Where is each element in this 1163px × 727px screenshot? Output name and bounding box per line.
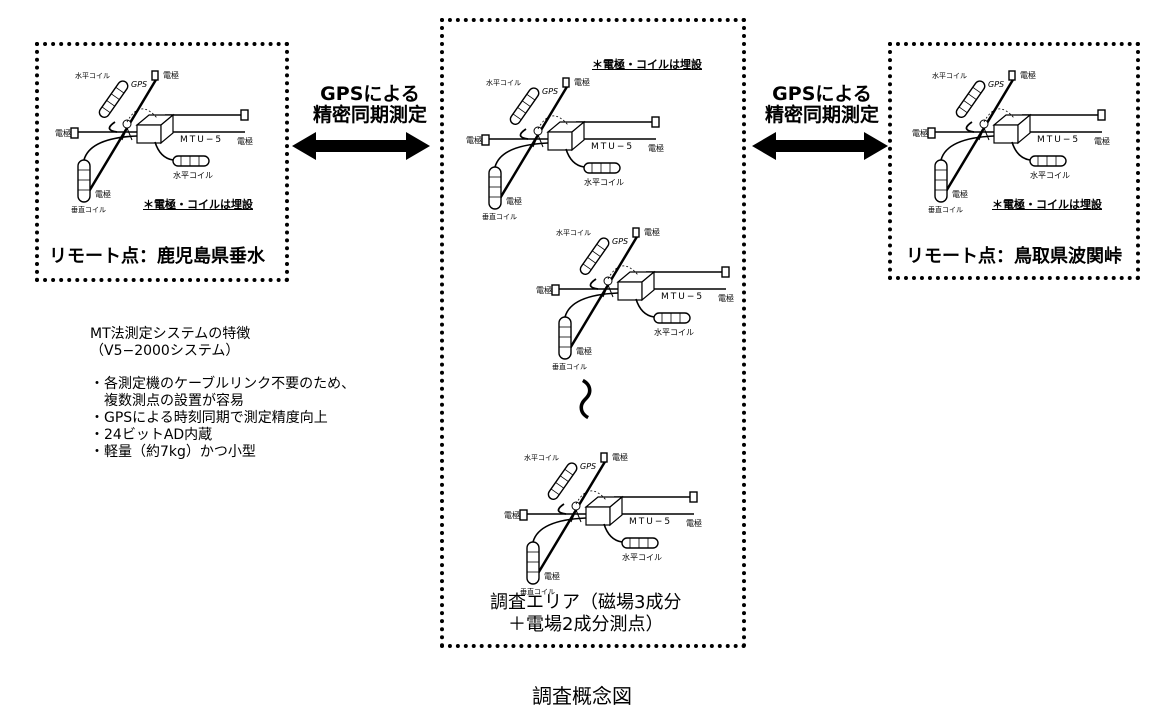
label-gps: GPS [542,87,558,96]
gps-link-right-text: GPSによる 精密同期測定 [752,84,892,126]
label-vertical-coil: 垂直コイル [482,212,517,221]
remote-box-left: 水平コイル GPS 電極 電極 電極 電極 MTU−5 水平コイル 垂直コイル … [35,42,289,282]
label-horizontal-coil: 水平コイル [654,327,694,337]
burial-note-center: ＊電極・コイルは埋設 [592,58,702,71]
survey-area-box: ＊電極・コイルは埋設 水平コイル GPS 電極 電極 電極 電極 MTU−5 水… [440,18,746,648]
label-electrode: 電極 [718,293,734,303]
label-unit: MTU−5 [661,292,704,302]
setup-diagram-center-2: 水平コイル GPS 電極 電極 電極 電極 MTU−5 水平コイル 垂直コイル [536,226,734,371]
remote-label-left: リモート点：鹿児島県垂水 [49,246,265,267]
double-arrow-left [292,132,430,160]
features-item: ・GPSによる時刻同期で測定精度向上 [90,410,328,426]
label-electrode: 電極 [504,510,520,520]
label-horizontal-coil: 水平コイル [584,177,624,187]
label-unit: MTU−5 [1037,135,1080,145]
gps-link-left-text: GPSによる 精密同期測定 [300,84,440,126]
gps-link-left-label: GPSによる 精密同期測定 [312,83,427,126]
label-electrode: 電極 [952,189,968,199]
label-electrode: 電極 [536,285,552,295]
label-electrode: 電極 [576,346,592,356]
label-electrode: 電極 [686,518,702,528]
label-vertical-coil: 垂直コイル [71,205,106,214]
burial-note-left: ＊電極・コイルは埋設 [143,198,253,211]
label-horizontal-coil: 水平コイル [622,552,662,562]
label-electrode: 電極 [506,196,522,206]
remote-box-right: 水平コイル GPS 電極 電極 電極 電極 MTU−5 水平コイル 垂直コイル … [888,42,1140,280]
label-electrode: 電極 [1094,136,1110,146]
setup-diagram-left: 水平コイル GPS 電極 電極 電極 電極 MTU−5 水平コイル 垂直コイル [55,69,253,214]
label-gps: GPS [988,80,1004,89]
label-horizontal-coil: 水平コイル [556,228,591,237]
label-gps: GPS [131,80,147,89]
setup-diagram-center-3: 水平コイル GPS 電極 電極 電極 電極 MTU−5 水平コイル 垂直コイル [504,451,702,596]
label-horizontal-coil: 水平コイル [75,71,110,80]
label-unit: MTU−5 [591,142,634,152]
label-electrode: 電極 [912,128,928,138]
label-electrode: 電極 [544,571,560,581]
label-electrode: 電極 [95,189,111,199]
features-item: ・各測定機のケーブルリンク不要のため、 複数測点の設置が容易 [90,376,356,409]
label-horizontal-coil: 水平コイル [173,170,213,180]
label-electrode: 電極 [574,77,590,87]
label-horizontal-coil: 水平コイル [932,71,967,80]
label-vertical-coil: 垂直コイル [520,587,555,596]
setup-diagram-center-1: 水平コイル GPS 電極 電極 電極 電極 MTU−5 水平コイル 垂直コイル [466,76,664,221]
label-electrode: 電極 [644,227,660,237]
features-heading: MT法測定システムの特徴 （V5−2000システム） [90,326,251,359]
ellipsis-wave: 〜 [558,377,609,421]
label-horizontal-coil: 水平コイル [1030,170,1070,180]
page-title: 調査概念図 [532,684,632,708]
label-electrode: 電極 [466,135,482,145]
remote-label-right: リモート点：鳥取県波関峠 [906,246,1122,267]
setup-diagram-right: 水平コイル GPS 電極 電極 電極 電極 MTU−5 水平コイル 垂直コイル [912,69,1110,214]
label-electrode: 電極 [237,136,253,146]
label-vertical-coil: 垂直コイル [552,362,587,371]
label-unit: MTU−5 [180,135,223,145]
features-item: ・軽量（約7kg）かつ小型 [90,444,256,460]
survey-area-caption: 調査エリア（磁場3成分 ＋電場2成分測点） [490,592,682,635]
label-vertical-coil: 垂直コイル [928,205,963,214]
label-gps: GPS [580,462,596,471]
burial-note-right: ＊電極・コイルは埋設 [992,198,1102,211]
features-item: ・24ビットAD内蔵 [90,427,213,443]
label-electrode: 電極 [612,452,628,462]
label-electrode: 電極 [55,128,71,138]
double-arrow-right [752,132,888,160]
label-unit: MTU−5 [629,517,672,527]
label-electrode: 電極 [1020,70,1036,80]
label-electrode: 電極 [648,143,664,153]
gps-link-right-label: GPSによる 精密同期測定 [764,83,879,126]
label-electrode: 電極 [163,70,179,80]
label-gps: GPS [612,237,628,246]
label-horizontal-coil: 水平コイル [486,78,521,87]
label-horizontal-coil: 水平コイル [524,453,559,462]
